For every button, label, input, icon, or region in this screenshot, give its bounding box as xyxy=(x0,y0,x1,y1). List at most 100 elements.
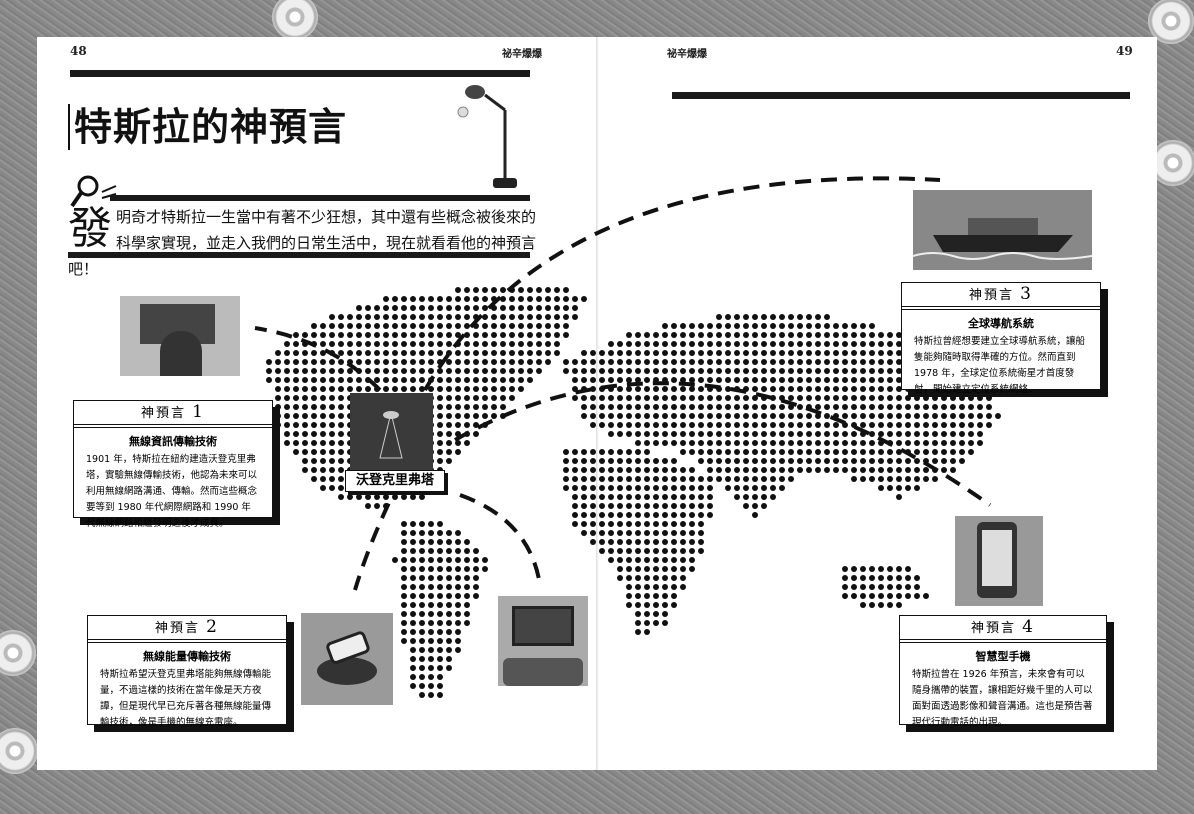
map-dot xyxy=(365,341,371,347)
map-dot xyxy=(617,503,623,509)
map-dot xyxy=(599,521,605,527)
map-dot xyxy=(464,404,470,410)
map-dot xyxy=(590,521,596,527)
map-dot xyxy=(662,539,668,545)
map-dot xyxy=(536,314,542,320)
map-dot xyxy=(455,575,461,581)
map-dot xyxy=(635,368,641,374)
map-dot xyxy=(455,377,461,383)
map-dot xyxy=(851,386,857,392)
map-dot xyxy=(455,593,461,599)
map-dot xyxy=(626,539,632,545)
map-dot xyxy=(545,341,551,347)
map-dot xyxy=(662,323,668,329)
map-dot xyxy=(518,368,524,374)
map-dot xyxy=(284,404,290,410)
map-dot xyxy=(383,332,389,338)
map-dot xyxy=(968,404,974,410)
map-dot xyxy=(581,296,587,302)
map-dot xyxy=(707,440,713,446)
screw-icon xyxy=(0,728,38,774)
map-dot xyxy=(914,575,920,581)
map-dot xyxy=(437,368,443,374)
map-dot xyxy=(671,584,677,590)
map-dot xyxy=(356,377,362,383)
card-body: 1901 年，特斯拉在紐約建造沃登克里弗塔，實驗無線傳輸技術，他認為未來可以利用… xyxy=(86,454,258,529)
map-dot xyxy=(383,341,389,347)
map-dot xyxy=(590,503,596,509)
map-dot xyxy=(410,386,416,392)
map-dot xyxy=(968,413,974,419)
map-dot xyxy=(311,368,317,374)
map-dot xyxy=(923,395,929,401)
map-dot xyxy=(437,683,443,689)
map-dot xyxy=(752,476,758,482)
map-dot xyxy=(977,422,983,428)
intro-bar-bottom xyxy=(68,252,530,258)
map-dot xyxy=(851,323,857,329)
map-dot xyxy=(419,584,425,590)
map-dot xyxy=(698,494,704,500)
map-dot xyxy=(680,350,686,356)
map-dot xyxy=(725,332,731,338)
map-dot xyxy=(626,521,632,527)
map-dot xyxy=(572,521,578,527)
map-dot xyxy=(842,584,848,590)
map-dot xyxy=(554,296,560,302)
map-dot xyxy=(374,332,380,338)
map-dot xyxy=(689,548,695,554)
map-dot xyxy=(923,440,929,446)
map-dot xyxy=(833,404,839,410)
map-dot xyxy=(725,404,731,410)
map-dot xyxy=(581,458,587,464)
map-dot xyxy=(338,431,344,437)
map-dot xyxy=(923,431,929,437)
map-dot xyxy=(824,458,830,464)
map-dot xyxy=(644,494,650,500)
map-dot xyxy=(788,458,794,464)
map-dot xyxy=(329,359,335,365)
map-dot xyxy=(518,341,524,347)
map-dot xyxy=(707,503,713,509)
map-dot xyxy=(581,485,587,491)
map-dot xyxy=(284,440,290,446)
map-dot xyxy=(599,413,605,419)
map-dot xyxy=(914,395,920,401)
map-dot xyxy=(743,440,749,446)
map-dot xyxy=(464,566,470,572)
map-dot xyxy=(887,413,893,419)
map-dot xyxy=(518,287,524,293)
map-dot xyxy=(446,305,452,311)
map-dot xyxy=(878,476,884,482)
map-dot xyxy=(707,467,713,473)
map-dot xyxy=(284,413,290,419)
map-dot xyxy=(905,458,911,464)
map-dot xyxy=(644,377,650,383)
map-dot xyxy=(851,566,857,572)
map-dot xyxy=(689,485,695,491)
map-dot xyxy=(689,359,695,365)
map-dot xyxy=(662,485,668,491)
map-dot xyxy=(311,359,317,365)
dashed-arrow xyxy=(423,176,941,392)
map-dot xyxy=(752,485,758,491)
map-dot xyxy=(806,458,812,464)
map-dot xyxy=(905,593,911,599)
map-dot xyxy=(626,467,632,473)
map-dot xyxy=(878,377,884,383)
map-dot xyxy=(689,557,695,563)
map-dot xyxy=(491,341,497,347)
map-dot xyxy=(365,314,371,320)
map-dot xyxy=(437,638,443,644)
map-dot xyxy=(419,296,425,302)
map-dot xyxy=(851,332,857,338)
map-dot xyxy=(797,431,803,437)
map-dot xyxy=(869,413,875,419)
map-dot xyxy=(446,359,452,365)
map-dot xyxy=(437,521,443,527)
map-dot xyxy=(410,656,416,662)
map-dot xyxy=(653,350,659,356)
map-dot xyxy=(302,359,308,365)
map-dot xyxy=(293,395,299,401)
